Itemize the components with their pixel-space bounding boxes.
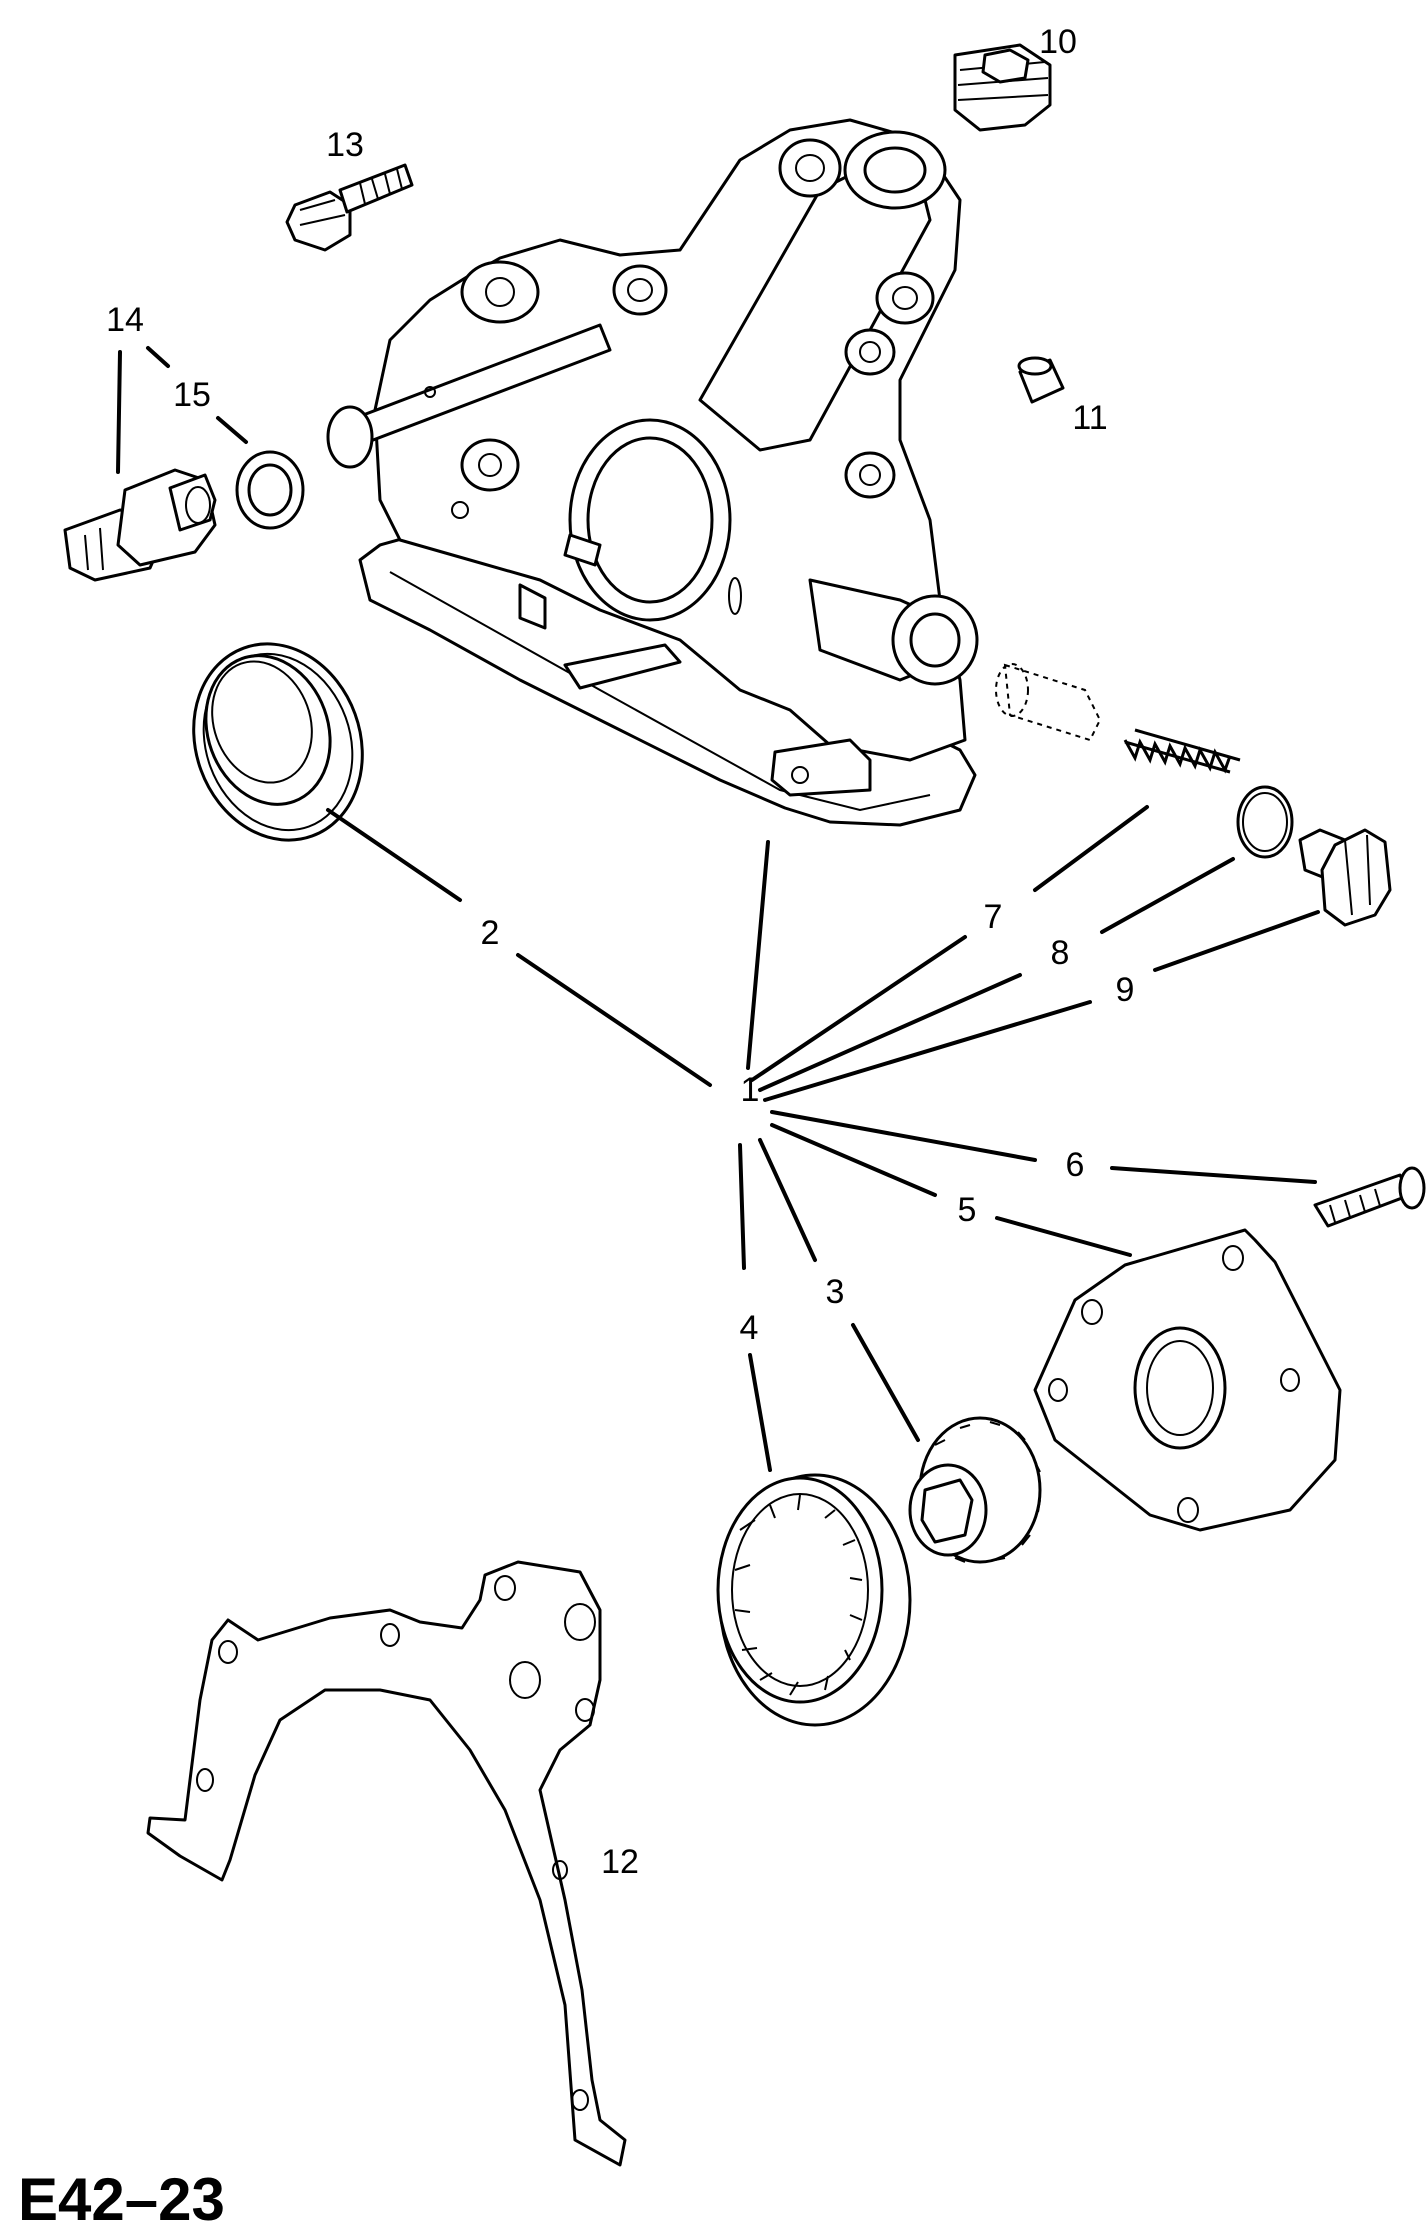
bolt-part-13 [285,163,414,252]
callout-4: 4 [740,1309,759,1347]
leader-4-upper [738,1143,746,1270]
oil-pump-housing [326,118,979,827]
inner-rotor-gear-part-3 [908,1416,1042,1564]
callout-8: 8 [1051,934,1070,972]
leader-8-upper [1100,857,1235,934]
dowel-pin-part-11 [1017,356,1065,404]
outer-rotor-ring-part-4 [716,1473,912,1727]
callout-14: 14 [106,301,144,339]
gasket-part-12 [146,1560,627,2167]
leader-7-upper [1033,805,1149,892]
leader-2-lower [516,953,712,1087]
leader-9-lower [763,1000,1092,1102]
callout-5: 5 [958,1191,977,1229]
leader-1-up [746,840,770,1070]
callout-10: 10 [1039,23,1077,61]
screw-part-6 [1313,1166,1426,1228]
leader-9-upper [1153,910,1320,972]
callout-15: 15 [173,376,211,414]
o-ring-part-8 [1236,785,1294,859]
callout-6: 6 [1066,1146,1085,1184]
leader-4-lower [748,1353,772,1472]
leader-7-lower [750,935,967,1082]
leader-14-to-switch [116,350,122,474]
relief-valve-piston [995,663,1102,742]
leader-5-right [995,1216,1132,1257]
washer-part-15 [235,450,305,530]
plug-part-10 [953,43,1052,132]
leader-lines [116,346,1320,1472]
callout-2: 2 [481,914,500,952]
callout-9: 9 [1116,971,1135,1009]
leader-2-upper [326,808,462,902]
leader-5-left [770,1123,937,1197]
plug-bolt-part-9 [1298,828,1392,927]
leader-15-to-washer [216,416,248,444]
callout-13: 13 [326,126,364,164]
callout-12: 12 [601,1843,639,1881]
seal-ring-part-2 [192,642,364,842]
callout-11: 11 [1072,399,1107,437]
leader-14-to-15 [146,346,170,368]
cover-plate-part-5 [1033,1228,1342,1532]
leader-3-upper [758,1138,817,1262]
leader-8-lower [758,973,1022,1092]
callout-1: 1 [741,1071,760,1109]
diagram-title: E42–23 [18,2166,225,2233]
leader-6-right [1110,1166,1317,1184]
oil-pressure-switch-part-14 [63,468,217,582]
leader-6-left [770,1110,1037,1162]
callout-3: 3 [826,1273,845,1311]
callout-7: 7 [984,898,1003,936]
spring-part-7 [1123,728,1241,774]
leader-3-lower [851,1323,920,1442]
callouts: 1 2 3 4 5 6 7 8 9 10 11 12 13 14 15 [106,23,1134,1881]
